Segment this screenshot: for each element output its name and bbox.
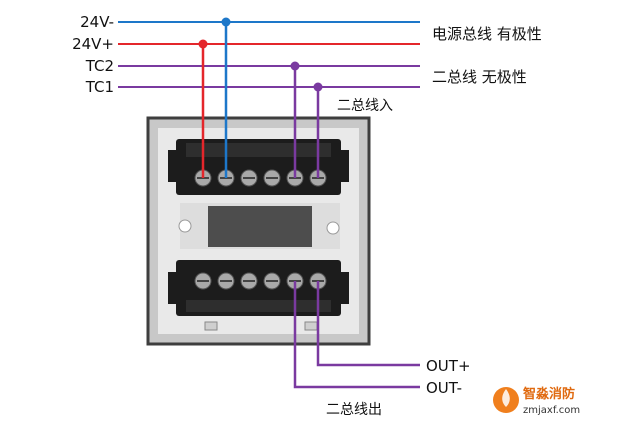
label-24v-pos: 24V+ (72, 35, 114, 53)
bottom-clip-left (204, 321, 218, 331)
wire-out-pos (316, 281, 420, 367)
label-tc1: TC1 (85, 78, 114, 96)
watermark-brand: 智淼消防 (523, 386, 575, 402)
module-center-window (178, 203, 340, 249)
terminal-screw (194, 272, 212, 290)
label-bus-out: 二总线出 (326, 402, 382, 418)
bottom-clip-right (304, 321, 318, 331)
upper-block-ear-left (168, 150, 178, 182)
label-24v-neg: 24V- (80, 13, 114, 31)
upper-block-ear-right (339, 150, 349, 182)
module-device (146, 116, 371, 346)
label-power-bus: 电源总线 有极性 (432, 25, 542, 43)
junction-dot-24v-neg (221, 17, 231, 27)
wire-out-neg (293, 281, 420, 389)
mounting-hole-right (326, 221, 340, 235)
junction-dot-24v-pos (198, 39, 208, 49)
logo-flame-inner-icon (502, 389, 510, 407)
mounting-hole-left (178, 219, 192, 233)
label-out-neg: OUT- (426, 379, 462, 397)
label-out-pos: OUT+ (426, 357, 471, 375)
lower-block-ear-right (339, 272, 349, 304)
junction-dot-tc2 (290, 61, 300, 71)
lower-block-ear-left (168, 272, 178, 304)
watermark-url: zmjaxf.com (523, 405, 580, 416)
terminal-screw (217, 272, 235, 290)
lower-block-ribs (186, 300, 331, 312)
label-tc2: TC2 (85, 57, 114, 75)
terminal-screw (263, 169, 281, 187)
upper-block-ribs (186, 143, 331, 157)
label-signal-bus: 二总线 无极性 (432, 68, 527, 86)
terminal-screw (240, 169, 258, 187)
junction-dot-tc1 (313, 82, 323, 92)
terminal-screw (263, 272, 281, 290)
label-bus-in: 二总线入 (337, 98, 393, 114)
upper-terminal-block (168, 139, 349, 195)
terminal-screw (240, 272, 258, 290)
display-window (208, 206, 312, 247)
watermark: 智淼消防 zmjaxf.com (493, 386, 580, 416)
